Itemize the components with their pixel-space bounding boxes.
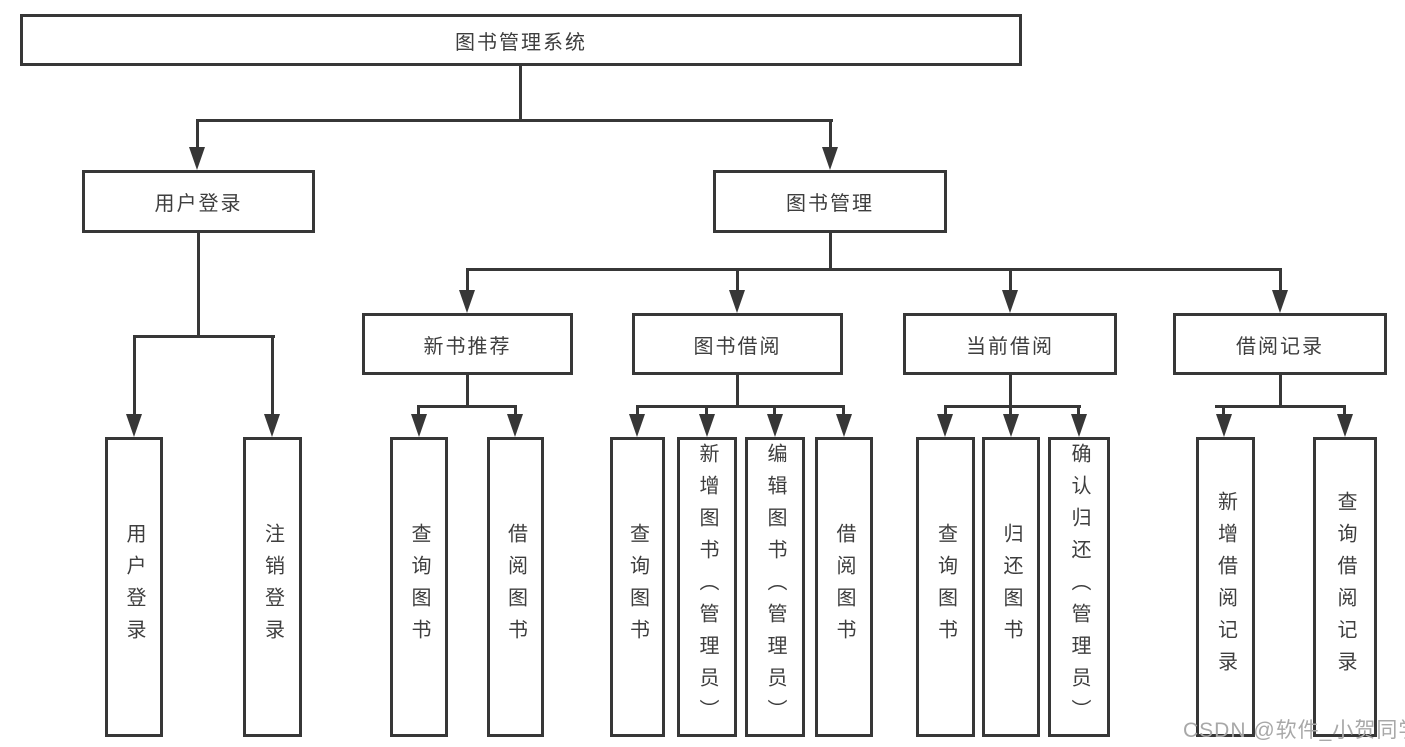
connector-drop	[1077, 405, 1080, 417]
arrow-down-icon	[836, 414, 852, 437]
connector-drop-user-login	[196, 119, 199, 151]
connector-drop	[514, 405, 517, 417]
arrow-down-icon	[1272, 290, 1288, 313]
connector-borrowing-stem	[736, 375, 739, 407]
node-book-borrowing-label: 图书借阅	[693, 335, 782, 358]
node-book-borrowing: 图书借阅	[632, 313, 843, 375]
node-book-management-label: 图书管理	[786, 193, 874, 215]
node-current-borrowing-label: 当前借阅	[966, 335, 1054, 358]
leaf-logout-label: 注销登录	[261, 523, 284, 651]
connector-drop	[1009, 405, 1012, 417]
leaf-query-books-borrowing: 查询图书	[610, 437, 665, 737]
leaf-query-borrow-record-label: 查询借阅记录	[1334, 491, 1356, 683]
connector-records-bar	[1215, 405, 1345, 408]
connector-login-stem	[197, 233, 200, 337]
leaf-add-borrow-record-label: 新增借阅记录	[1214, 491, 1237, 683]
connector-drop	[1222, 405, 1225, 417]
node-new-book-recommend: 新书推荐	[362, 313, 573, 375]
connector-drop	[944, 405, 947, 417]
node-library-system: 图书管理系统	[20, 14, 1022, 66]
leaf-query-books-borrowing-label: 查询图书	[626, 523, 649, 651]
leaf-add-borrow-record: 新增借阅记录	[1196, 437, 1255, 737]
arrow-down-icon	[264, 414, 280, 437]
connector-borrowing-bar	[636, 405, 845, 408]
connector-drop-book-management	[829, 119, 832, 151]
leaf-return-books-label: 归还图书	[1000, 523, 1022, 651]
node-new-book-recommend-label: 新书推荐	[423, 335, 512, 358]
arrow-down-icon	[699, 414, 715, 437]
connector-recommend-bar	[417, 405, 517, 408]
connector-drop	[842, 405, 845, 417]
connector-drop	[417, 405, 420, 417]
connector-current-bar	[944, 405, 1081, 408]
connector-recommend-stem	[466, 375, 469, 407]
arrow-down-icon	[459, 290, 475, 313]
leaf-edit-book-admin-label: 编辑图书（管理员）	[764, 443, 786, 731]
leaf-query-borrow-record: 查询借阅记录	[1313, 437, 1377, 737]
leaf-user-login: 用户登录	[105, 437, 163, 737]
connector-drop	[636, 405, 639, 417]
connector-drop-leaf-logout	[271, 335, 274, 415]
arrow-down-icon	[1337, 414, 1353, 437]
node-current-borrowing: 当前借阅	[903, 313, 1117, 375]
leaf-borrow-books-recommend-label: 借阅图书	[504, 523, 527, 651]
leaf-user-login-label: 用户登录	[123, 523, 145, 651]
connector-mgmt-stem	[829, 233, 832, 271]
leaf-query-books-recommend: 查询图书	[390, 437, 448, 737]
arrow-down-icon	[767, 414, 783, 437]
arrow-down-icon	[937, 414, 953, 437]
leaf-confirm-return-admin-label: 确认归还（管理员）	[1068, 443, 1090, 731]
leaf-borrow-books-borrowing: 借阅图书	[815, 437, 873, 737]
arrow-down-icon	[822, 147, 838, 170]
node-borrowing-records: 借阅记录	[1173, 313, 1387, 375]
arrow-down-icon	[411, 414, 427, 437]
node-book-management: 图书管理	[713, 170, 947, 233]
node-library-system-label: 图书管理系统	[455, 31, 587, 54]
connector-drop	[773, 405, 776, 417]
connector-records-stem	[1279, 375, 1282, 407]
connector-drop-records	[1279, 268, 1282, 292]
arrow-down-icon	[1071, 414, 1087, 437]
arrow-down-icon	[189, 147, 205, 170]
connector-level2-bar	[196, 119, 833, 122]
arrow-down-icon	[1002, 290, 1018, 313]
watermark: CSDN @软件_小贺同学	[1183, 719, 1405, 742]
arrow-down-icon	[1003, 414, 1019, 437]
leaf-add-book-admin-label: 新增图书（管理员）	[696, 443, 718, 731]
connector-drop	[705, 405, 708, 417]
node-user-login-label: 用户登录	[154, 193, 243, 215]
leaf-return-books: 归还图书	[982, 437, 1040, 737]
connector-drop	[1343, 405, 1346, 417]
leaf-add-book-admin: 新增图书（管理员）	[677, 437, 737, 737]
leaf-query-books-current: 查询图书	[916, 437, 975, 737]
arrow-down-icon	[1216, 414, 1232, 437]
connector-current-stem	[1009, 375, 1012, 407]
arrow-down-icon	[126, 414, 142, 437]
leaf-query-books-current-label: 查询图书	[934, 523, 957, 651]
leaf-query-books-recommend-label: 查询图书	[408, 523, 430, 651]
connector-drop-current	[1009, 268, 1012, 292]
node-borrowing-records-label: 借阅记录	[1236, 335, 1324, 358]
connector-drop-borrowing	[736, 268, 739, 292]
leaf-confirm-return-admin: 确认归还（管理员）	[1048, 437, 1110, 737]
arrow-down-icon	[507, 414, 523, 437]
leaf-borrow-books-borrowing-label: 借阅图书	[833, 523, 855, 651]
leaf-logout: 注销登录	[243, 437, 302, 737]
arrow-down-icon	[729, 290, 745, 313]
connector-level3-bar	[466, 268, 1282, 271]
leaf-borrow-books-recommend: 借阅图书	[487, 437, 544, 737]
leaf-edit-book-admin: 编辑图书（管理员）	[745, 437, 805, 737]
arrow-down-icon	[629, 414, 645, 437]
connector-drop-recommend	[466, 268, 469, 292]
connector-root-stem	[519, 66, 522, 121]
connector-drop-leaf-login	[133, 335, 136, 415]
connector-login-bar	[133, 335, 275, 338]
node-user-login: 用户登录	[82, 170, 315, 233]
